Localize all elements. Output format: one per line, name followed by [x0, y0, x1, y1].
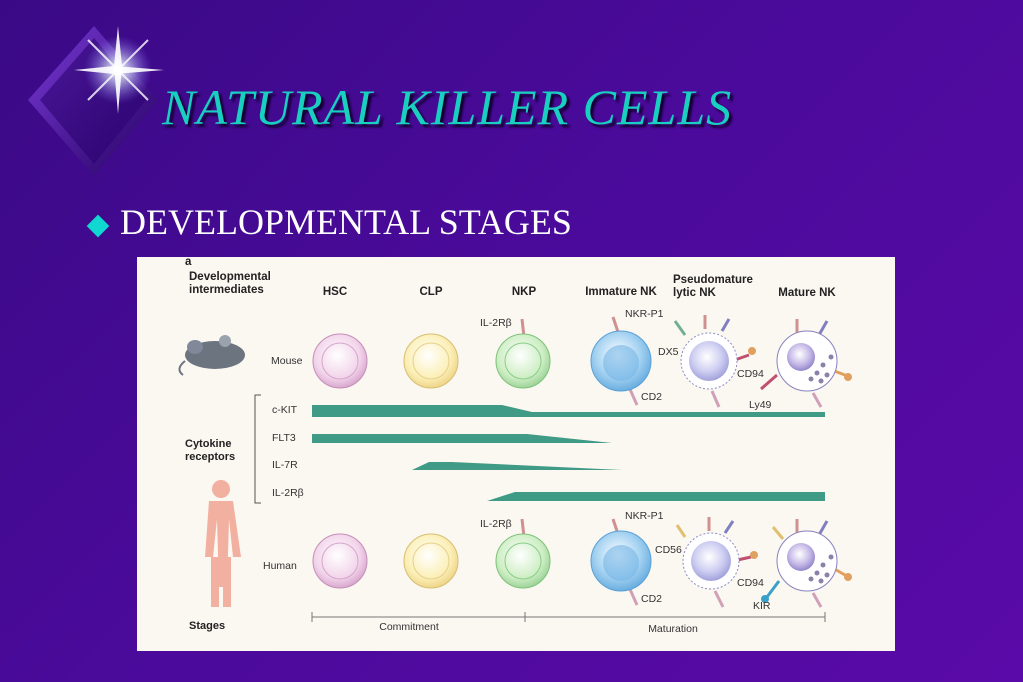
il7r-expression-bar: [412, 462, 622, 470]
human-nkrp1-marker: NKR-P1: [625, 510, 664, 522]
receptor-flt3-label: FLT3: [272, 432, 296, 444]
receptor-ckit-label: c-KIT: [272, 404, 298, 416]
human-nkp-cell: [495, 518, 551, 589]
human-cd56-marker: CD56: [655, 544, 682, 556]
stage-header-nkp: NKP: [512, 286, 537, 298]
mouse-il2rb-marker: IL-2Rβ: [480, 317, 512, 329]
stage-header-pseudomature-2: lytic NK: [673, 287, 717, 299]
stages-label: Stages: [189, 620, 225, 632]
human-immature-nk-cell: [590, 518, 652, 606]
human-cd2-marker: CD2: [641, 593, 662, 605]
mouse-nkrp1-marker: NKR-P1: [625, 308, 664, 320]
mouse-dx5-marker: DX5: [658, 346, 679, 358]
human-il2rb-marker: IL-2Rβ: [480, 518, 512, 530]
receptor-il7r-label: IL-7R: [272, 459, 298, 471]
stage-header-immature-nk: Immature NK: [585, 286, 657, 298]
mouse-mature-nk-cell: [760, 319, 852, 408]
row-header-line1: Developmental: [189, 271, 271, 283]
stage-header-hsc: HSC: [323, 286, 347, 298]
mouse-cd94-marker: CD94: [737, 368, 764, 380]
receptor-bracket: [254, 394, 261, 504]
panel-letter: a: [185, 257, 192, 268]
stage-header-pseudomature-1: Pseudomature: [673, 274, 753, 286]
row-header-line2: intermediates: [189, 284, 264, 296]
human-hsc-cell: [312, 533, 368, 589]
cytokine-label-line2: receptors: [185, 451, 235, 463]
mouse-pseudomature-nk-cell: [673, 315, 756, 408]
human-pseudomature-nk-cell: [675, 517, 758, 608]
receptor-il2rb-label: IL-2Rβ: [272, 487, 304, 499]
mouse-ly49-marker: Ly49: [749, 399, 772, 411]
mouse-icon: [178, 335, 245, 376]
maturation-phase-label: Maturation: [648, 623, 698, 635]
flt3-expression-bar: [312, 434, 612, 443]
star-diamond-logo: [28, 26, 164, 176]
human-label: Human: [263, 560, 297, 572]
mouse-cd2-marker: CD2: [641, 391, 662, 403]
human-cd94-marker: CD94: [737, 577, 764, 589]
mouse-hsc-cell: [312, 333, 368, 389]
mouse-immature-nk-cell: [590, 316, 652, 406]
human-figure-icon: [205, 480, 241, 607]
slide-title: NATURAL KILLER CELLS: [162, 79, 733, 135]
mouse-nkp-cell: [495, 318, 551, 389]
bullet-diamond-icon: [86, 214, 110, 238]
human-clp-cell: [403, 533, 459, 589]
mouse-label: Mouse: [271, 355, 303, 367]
mouse-clp-cell: [403, 333, 459, 389]
commitment-phase-label: Commitment: [379, 621, 439, 633]
human-kir-marker: KIR: [753, 600, 771, 612]
human-mature-nk-cell: [761, 519, 852, 608]
nk-development-figure: a Developmental intermediates HSC CLP NK…: [137, 257, 895, 651]
il2rb-expression-bar: [487, 492, 825, 501]
stage-header-clp: CLP: [420, 286, 443, 298]
ckit-expression-bar: [312, 405, 825, 417]
bullet-text: DEVELOPMENTAL STAGES: [120, 202, 572, 242]
stage-header-mature-nk: Mature NK: [778, 287, 836, 299]
cytokine-label-line1: Cytokine: [185, 438, 231, 450]
